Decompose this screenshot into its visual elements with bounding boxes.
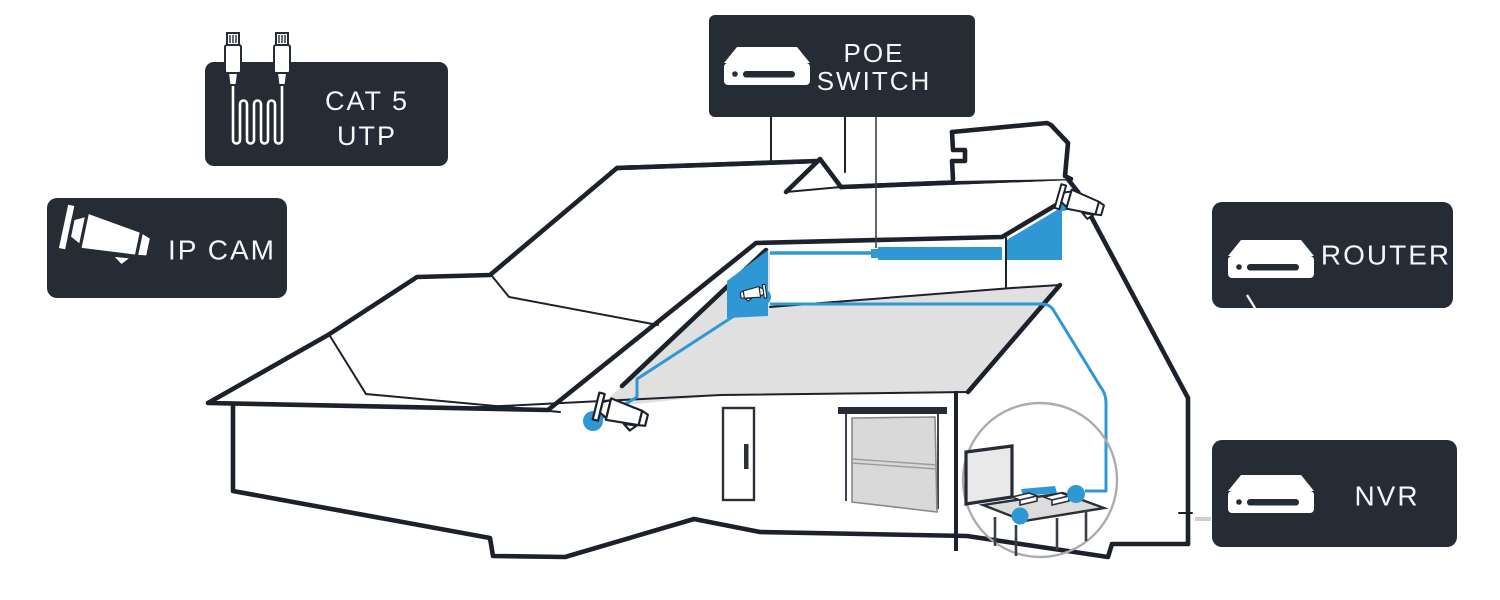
house-base-outline bbox=[230, 403, 1191, 560]
legend-cat5-label-line2: UTP bbox=[337, 121, 397, 151]
legend-ipcam-label: IP CAM bbox=[168, 235, 276, 266]
garage-header bbox=[838, 407, 947, 414]
legend-ip-cam: IP CAM bbox=[47, 198, 287, 298]
router-icon bbox=[1228, 240, 1314, 278]
porch-roof bbox=[598, 252, 1060, 408]
nvr-icon bbox=[1228, 475, 1314, 513]
legend-cat5: CAT 5 UTP bbox=[205, 32, 448, 166]
legend-router-label: ROUTER bbox=[1321, 240, 1451, 271]
router-pointer-notch bbox=[1245, 294, 1257, 309]
house-illustration bbox=[205, 116, 1211, 560]
roof-fold-line bbox=[491, 275, 659, 326]
garage bbox=[838, 391, 958, 551]
gable-dormer bbox=[786, 159, 841, 191]
legend-poe-label-line1: POE bbox=[844, 38, 905, 68]
parapet bbox=[949, 120, 1074, 182]
cable-node bbox=[1011, 507, 1029, 525]
legend-router: ROUTER bbox=[1212, 202, 1453, 309]
cable-node bbox=[1067, 485, 1085, 503]
roof-fold-line bbox=[329, 335, 561, 413]
front-door bbox=[721, 406, 756, 502]
chimney bbox=[770, 117, 865, 187]
nvr-device bbox=[1009, 492, 1040, 507]
wall-cable-patch-right bbox=[1005, 207, 1062, 260]
callout-circle bbox=[961, 401, 1119, 559]
door-handle bbox=[744, 444, 749, 469]
legend-nvr-label: NVR bbox=[1354, 481, 1419, 512]
cable-connector bbox=[871, 249, 880, 258]
interior-scene bbox=[961, 401, 1119, 559]
ethernet-cable-icon bbox=[224, 32, 291, 145]
attic-cable-trunk bbox=[878, 247, 1002, 260]
right-wall-outline bbox=[1075, 189, 1191, 547]
desk-legs bbox=[993, 510, 1088, 556]
nvr-connector-dash bbox=[1195, 517, 1211, 521]
garage-door bbox=[851, 416, 938, 513]
legend-poe-label-line2: SWITCH bbox=[817, 66, 932, 96]
poe-switch-icon bbox=[724, 47, 810, 85]
nvr-downlink-cable bbox=[770, 302, 1108, 493]
legend-cat5-label-line1: CAT 5 bbox=[325, 86, 409, 116]
legend-nvr: NVR bbox=[1212, 440, 1457, 547]
legend-poe-switch: POE SWITCH bbox=[709, 15, 975, 117]
monitor bbox=[964, 444, 1014, 506]
